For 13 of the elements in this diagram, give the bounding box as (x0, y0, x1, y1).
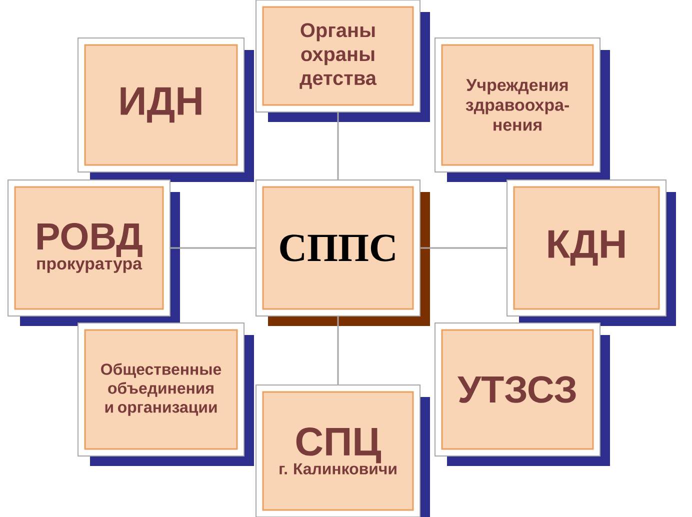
connector-line (420, 247, 506, 249)
organization-box: СПЦ г. Калинковичи (256, 384, 430, 517)
organization-box: Органы охраны детства (256, 0, 430, 122)
organization-box: УТЗСЗ (434, 322, 610, 466)
organization-box: Учреждения здравоохра- нения (434, 38, 610, 182)
organization-box: КДН (506, 180, 676, 326)
connector-line (337, 316, 339, 384)
organization-box: ИДН (78, 38, 254, 182)
organization-box: Общественные объединения и организации (78, 322, 254, 466)
connector-line (170, 247, 256, 249)
organization-box: РОВД прокуратура (8, 180, 180, 326)
connector-line (337, 112, 339, 180)
organization-box: СППС (256, 180, 430, 326)
